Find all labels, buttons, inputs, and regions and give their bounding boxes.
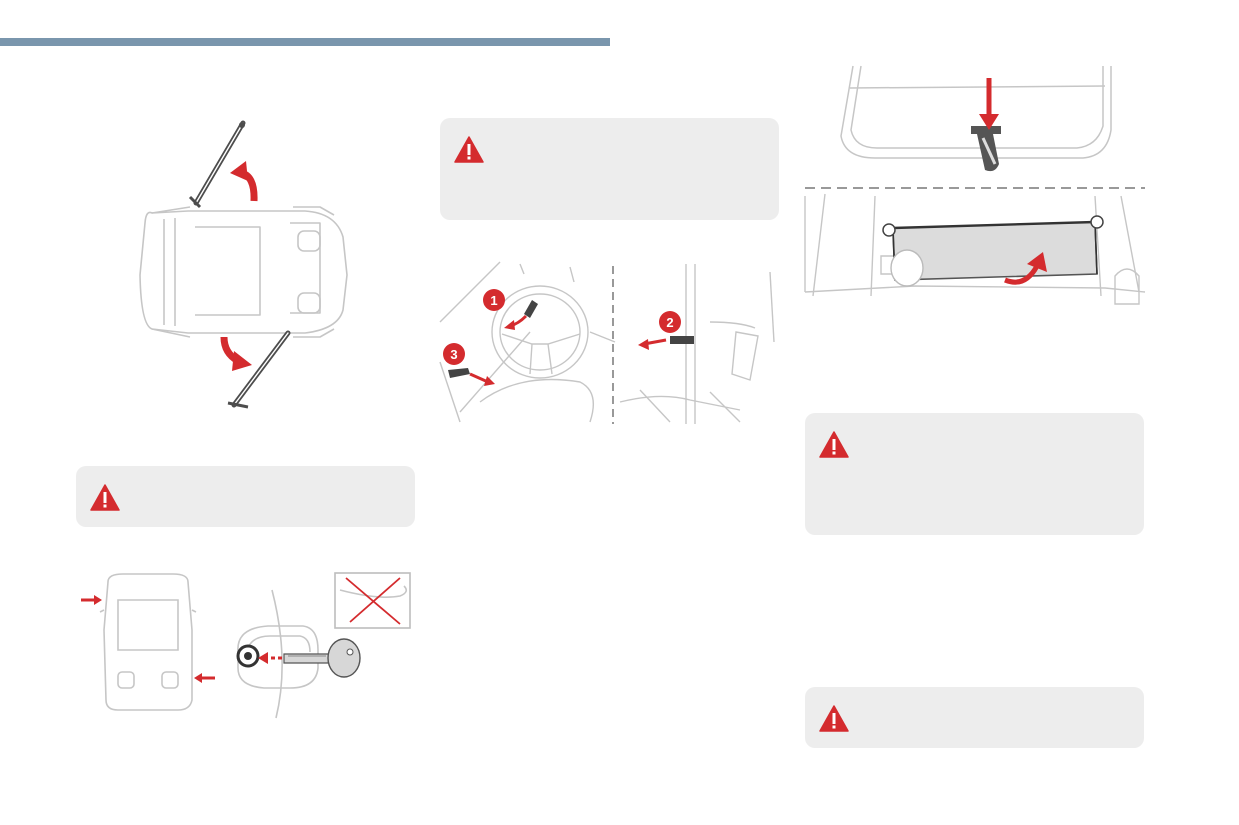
header-accent-bar: [0, 38, 610, 46]
warning-triangle-icon: [819, 705, 849, 732]
svg-text:3: 3: [450, 347, 457, 362]
luggage-cover-illustration: [804, 65, 1146, 305]
warning-triangle-icon: [454, 136, 484, 163]
warning-triangle-icon: [819, 431, 849, 458]
warning-box-2: [440, 118, 779, 220]
roof-bars-illustration: [139, 120, 348, 409]
roof-bar-front: [188, 120, 246, 209]
step-marker-3: 3: [443, 343, 465, 365]
svg-text:1: 1: [490, 293, 497, 308]
step-marker-2: 2: [659, 311, 681, 333]
steering-column-illustration: 1 3 2: [439, 261, 775, 424]
svg-text:2: 2: [666, 315, 673, 330]
key-icon: [283, 638, 361, 678]
door-lock-illustration: [81, 572, 411, 719]
warning-triangle-icon: [90, 484, 120, 511]
warning-box-4: [805, 687, 1144, 748]
warning-box-3: [805, 413, 1144, 535]
roof-bar-rear: [227, 330, 291, 409]
step-marker-1: 1: [483, 289, 505, 311]
warning-box-1: [76, 466, 415, 527]
